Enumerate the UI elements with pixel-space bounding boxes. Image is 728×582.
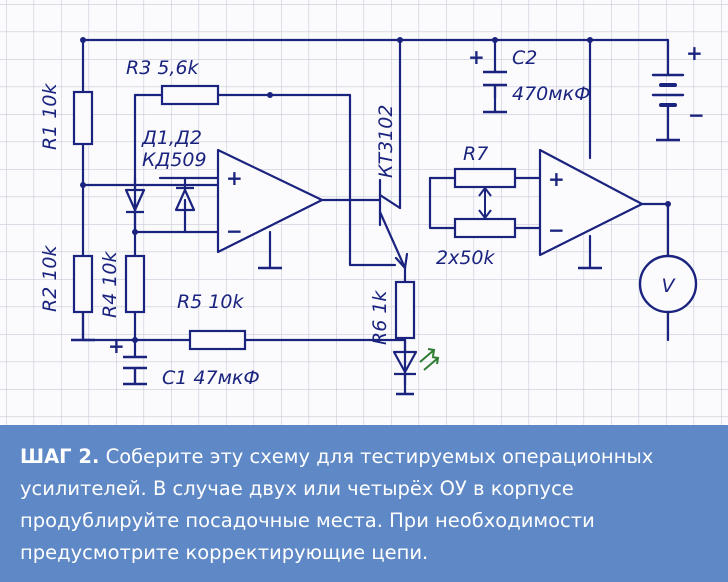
resistors — [72, 84, 517, 351]
label-c1: С1 47мкФ — [162, 367, 260, 389]
voltmeter — [638, 254, 698, 314]
caption-step: ШАГ 2. — [20, 445, 100, 468]
label-r7-value: 2x50k — [436, 247, 496, 269]
c1-plus-sign: + — [108, 334, 125, 358]
resistor-r3 — [160, 84, 220, 106]
circuit-schematic: + − + − — [0, 0, 728, 425]
transistor — [368, 178, 409, 271]
battery-minus-sign: − — [688, 103, 705, 127]
junctions — [80, 37, 671, 343]
label-r6: R6 1k — [369, 290, 391, 345]
led — [392, 350, 418, 394]
op-amp-1 — [216, 148, 324, 254]
diodes-d1-d2 — [124, 186, 196, 214]
caption-panel: ШАГ 2. Соберите эту схему для тестируемы… — [0, 425, 728, 582]
resistor-r6 — [394, 280, 416, 340]
label-c2-value: 470мкФ — [512, 83, 590, 105]
caption-body: Соберите эту схему для тестируемых опера… — [20, 445, 654, 564]
capacitor-c1 — [123, 355, 147, 384]
resistor-r7-top — [453, 167, 517, 189]
r7-wiper-arrow — [478, 186, 492, 220]
led-light-arrows — [419, 348, 440, 371]
op-amp-1-plus: + — [226, 166, 243, 190]
battery-plus-sign: + — [686, 41, 703, 65]
caption-text: ШАГ 2. Соберите эту схему для тестируемы… — [20, 441, 708, 569]
label-r4: R4 10k — [99, 250, 121, 318]
label-r2: R2 10k — [39, 244, 61, 312]
c2-plus-sign: + — [468, 45, 485, 69]
resistor-r7-bottom — [453, 217, 517, 239]
voltmeter-symbol: V — [662, 275, 677, 297]
capacitor-c2 — [483, 70, 507, 98]
label-kd509: КД509 — [142, 149, 207, 171]
battery — [651, 73, 685, 110]
label-d1d2: Д1,Д2 — [141, 127, 202, 149]
label-r1: R1 10k — [39, 82, 61, 150]
label-transistor: КТ3102 — [375, 105, 397, 178]
resistor-r5 — [188, 329, 247, 351]
op-amp-2-plus: + — [548, 167, 565, 191]
label-c2: С2 — [512, 47, 537, 69]
resistor-r1 — [72, 90, 94, 146]
resistor-r4 — [124, 254, 146, 314]
op-amp-2 — [538, 148, 644, 257]
label-r5: R5 10k — [177, 291, 245, 313]
label-r7: R7 — [463, 143, 488, 165]
op-amp-2-minus: − — [548, 218, 565, 242]
op-amps — [216, 148, 644, 257]
resistor-r2 — [72, 254, 94, 314]
op-amp-1-minus: − — [226, 219, 243, 243]
label-r3: R3 5,6k — [126, 57, 200, 79]
